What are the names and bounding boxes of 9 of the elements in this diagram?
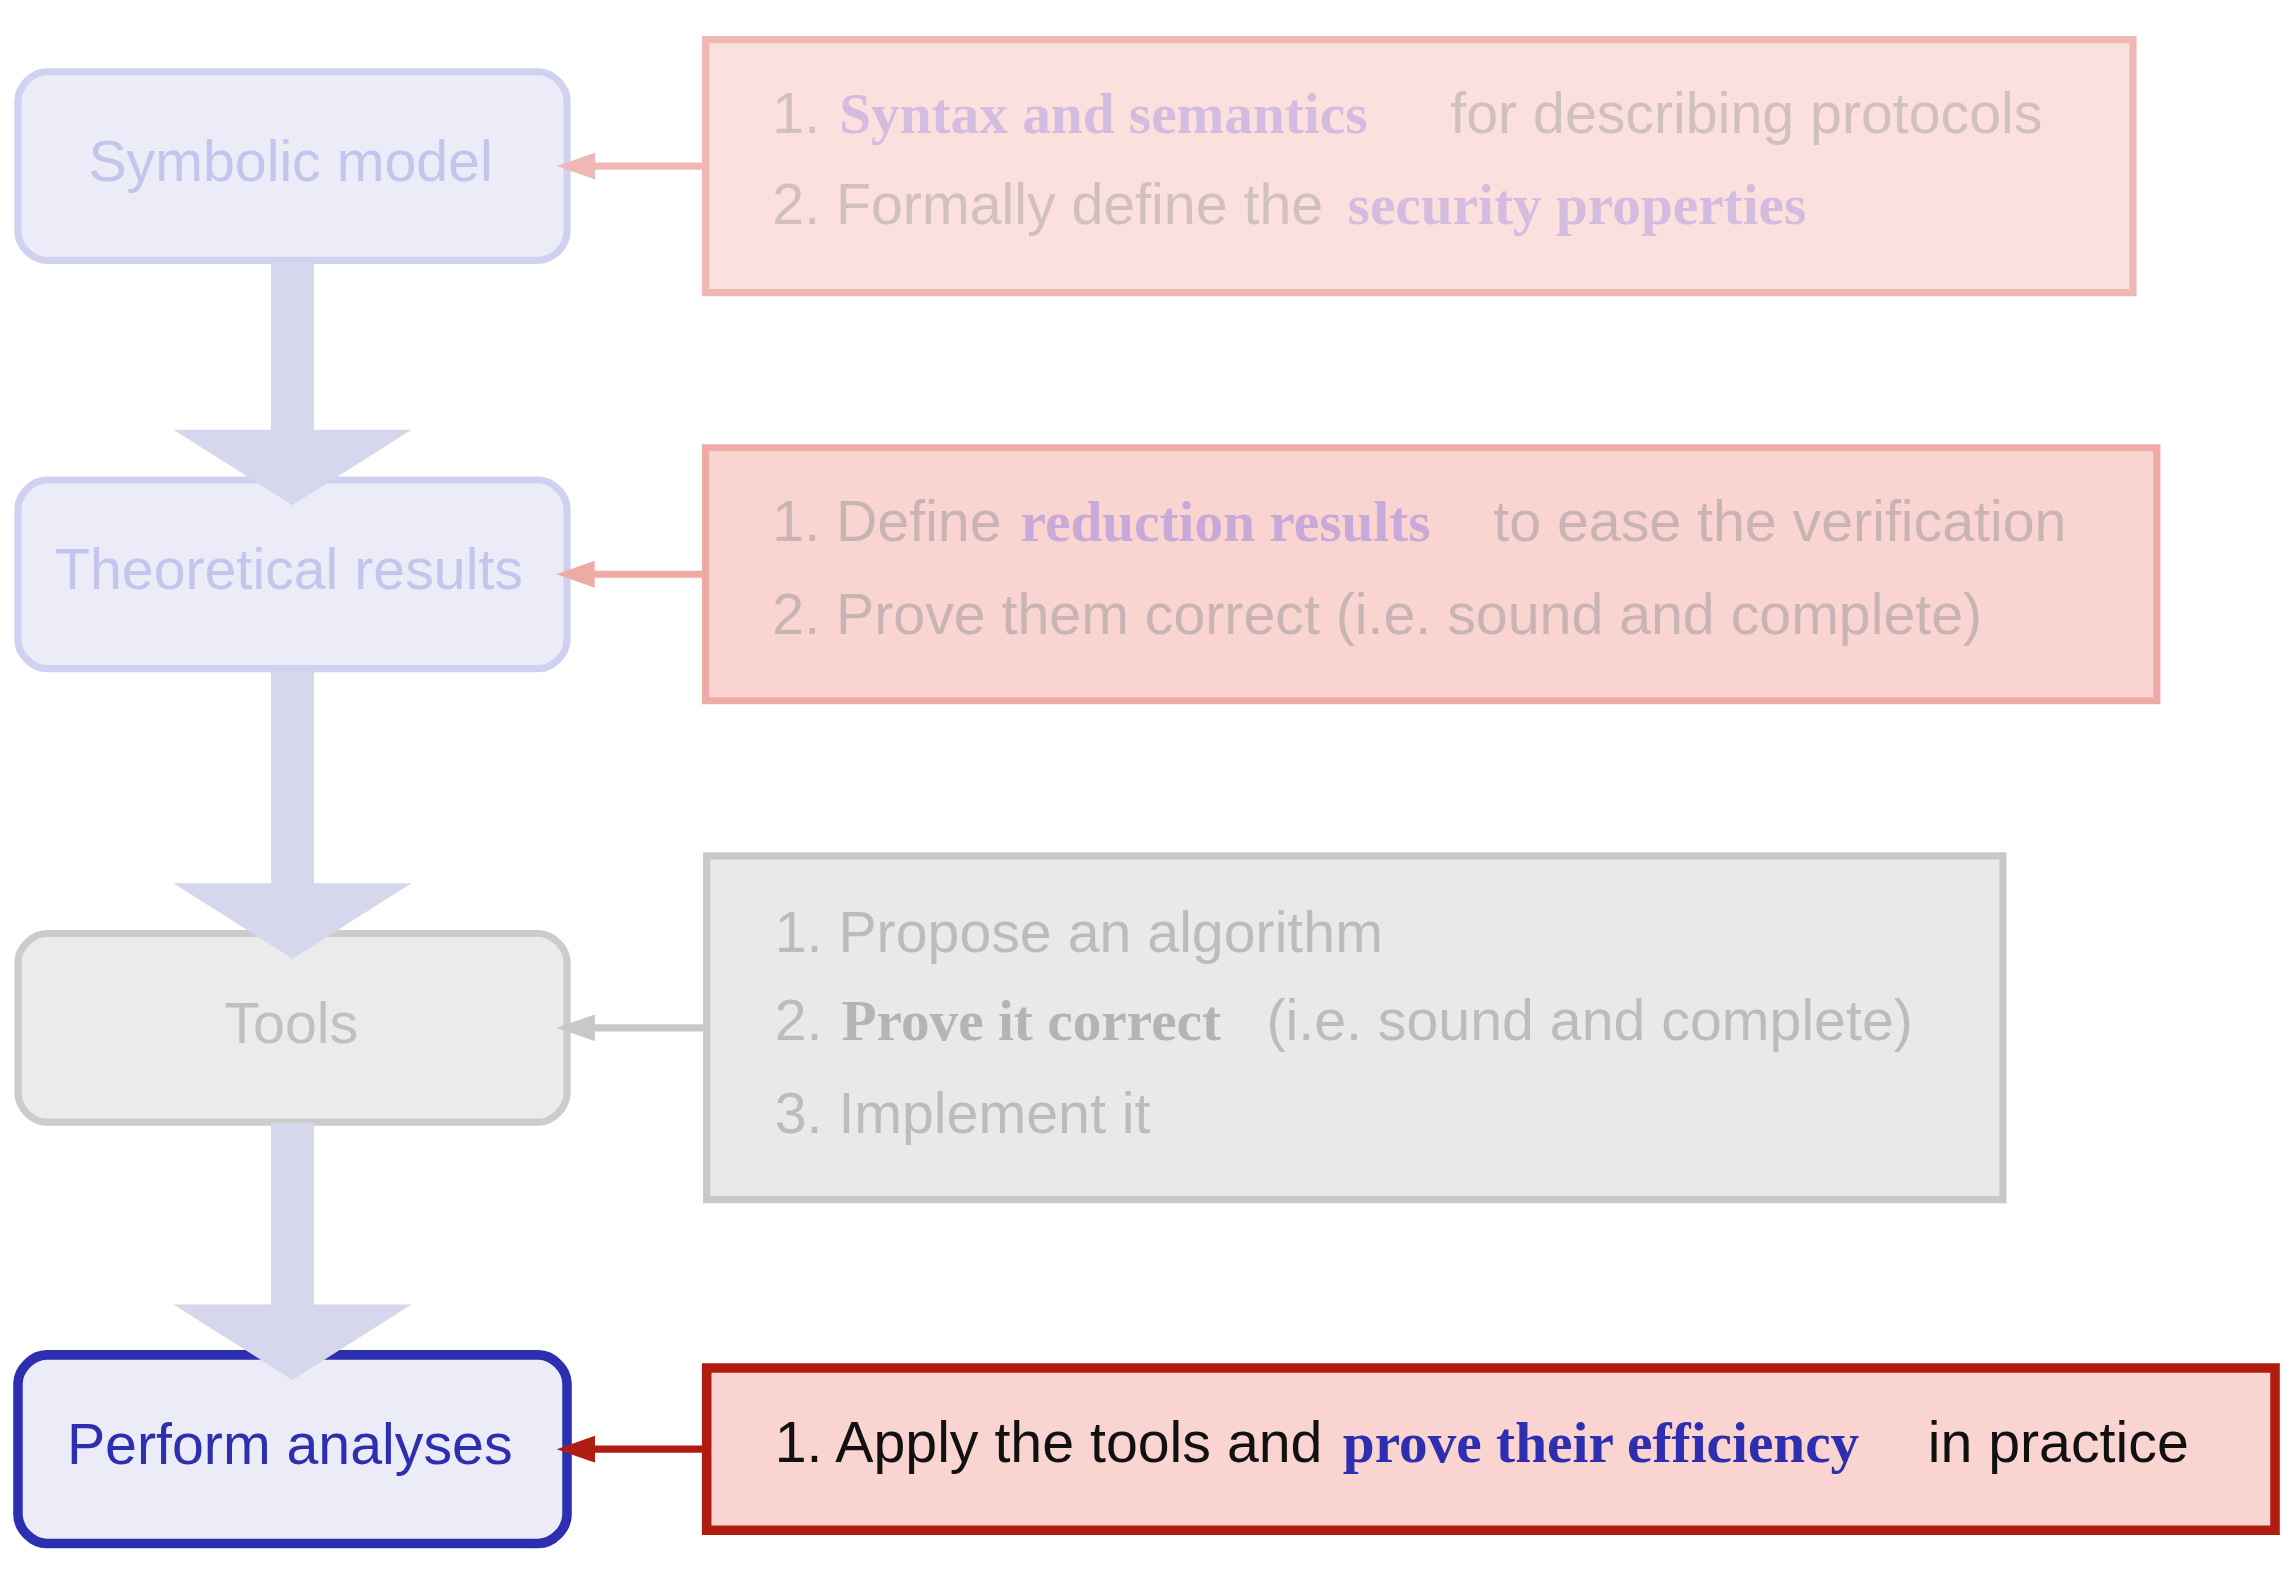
node-box: Perform analyses — [13, 1349, 572, 1548]
node-box: 1. Apply the tools and prove their efficiency in practice — [701, 1362, 2280, 1535]
arrow — [556, 560, 705, 588]
arrow — [556, 1435, 707, 1463]
arrow — [173, 1122, 412, 1380]
arrow — [173, 260, 412, 505]
arrow — [556, 1013, 707, 1041]
arrow — [173, 669, 412, 959]
arrow — [556, 152, 705, 179]
